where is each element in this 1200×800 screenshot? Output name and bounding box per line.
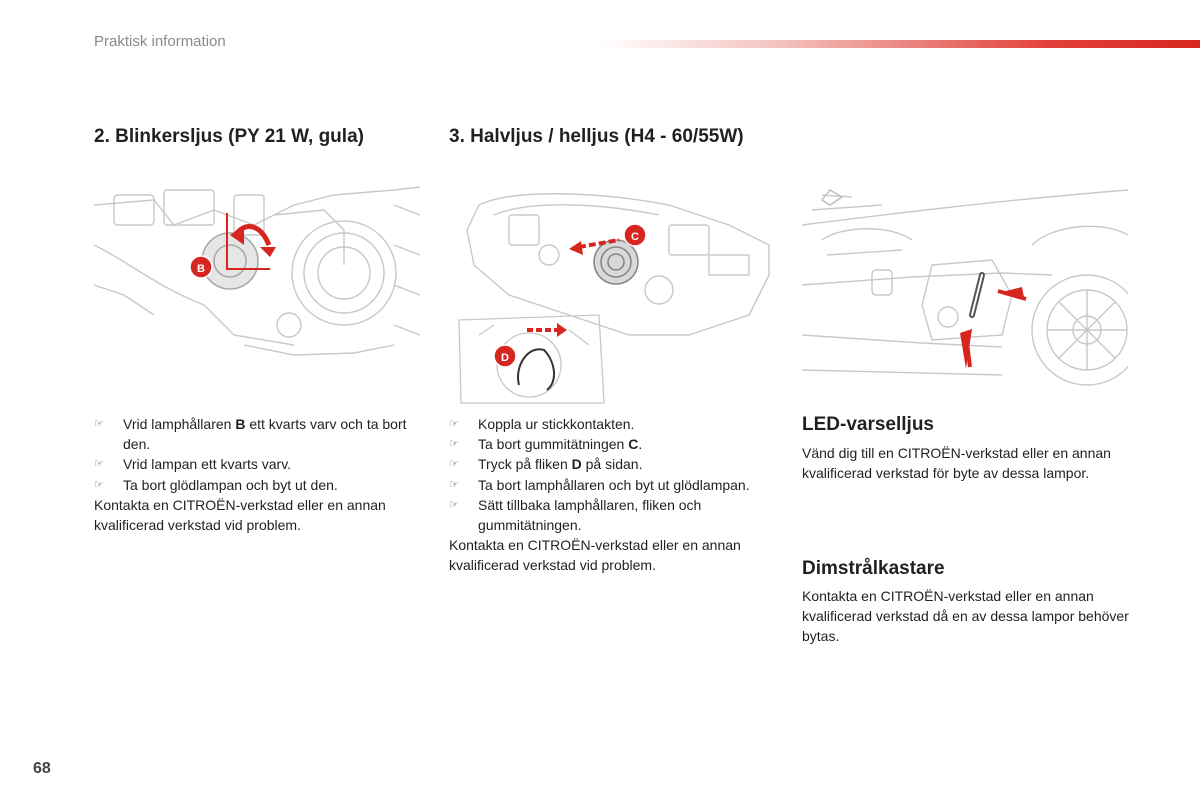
headlamp-illustration: C D [458, 193, 770, 404]
list-item: ☞Ta bort glödlampan och byt ut den. [94, 475, 424, 495]
hand-pointer-icon: ☞ [94, 457, 104, 471]
list-item: ☞Koppla ur stickkontakten. [449, 414, 779, 434]
hand-pointer-icon: ☞ [94, 477, 104, 491]
led-text: Vänd dig till en CITROËN-verkstad eller … [802, 445, 1111, 482]
led-heading: LED-varselljus [802, 414, 934, 435]
halvljus-instructions: ☞Koppla ur stickkontakten. ☞Ta bort gumm… [449, 414, 779, 576]
list-item: ☞Vrid lampan ett kvarts varv. [94, 454, 424, 474]
halvljus-heading: 3. Halvljus / helljus (H4 - 60/55W) [449, 126, 744, 147]
blinker-note: Kontakta en CITROËN-verkstad eller en an… [94, 496, 386, 534]
dimstralkastare-heading: Dimstrålkastare [802, 558, 945, 579]
led-text-block: Vänd dig till en CITROËN-verkstad eller … [802, 443, 1132, 483]
header-title: Praktisk information [94, 33, 226, 50]
list-item: ☞Ta bort gummitätningen C. [449, 434, 779, 454]
hand-pointer-icon: ☞ [449, 457, 459, 471]
blinker-illustration: B [94, 186, 420, 356]
list-item: ☞Sätt tillbaka lamphållaren, fliken och … [449, 496, 702, 534]
blinker-instructions: ☞Vrid lamphållaren B ett kvarts varv och… [94, 414, 424, 535]
hand-pointer-icon: ☞ [449, 437, 459, 451]
callout-d: D [501, 352, 509, 364]
blinker-heading: 2. Blinkersljus (PY 21 W, gula) [94, 126, 364, 147]
dimstralkastare-text: Kontakta en CITROËN-verkstad eller en an… [802, 588, 1129, 645]
callout-b: B [197, 263, 205, 275]
list-item: ☞Ta bort lamphållaren och byt ut glödlam… [449, 475, 779, 495]
list-item: ☞Vrid lamphållaren B ett kvarts varv och… [94, 416, 407, 453]
callout-c: C [631, 231, 639, 243]
page-number: 68 [33, 760, 51, 777]
hand-pointer-icon: ☞ [449, 497, 459, 511]
header-accent-bar [600, 40, 1200, 48]
hand-pointer-icon: ☞ [449, 417, 459, 430]
dimstralkastare-text-block: Kontakta en CITROËN-verkstad eller en an… [802, 586, 1132, 647]
hand-pointer-icon: ☞ [449, 477, 459, 491]
list-item: ☞Tryck på fliken D på sidan. [449, 454, 779, 474]
hand-pointer-icon: ☞ [94, 417, 104, 430]
car-front-illustration [802, 189, 1128, 386]
halvljus-note: Kontakta en CITROËN-verkstad eller en an… [449, 537, 741, 574]
